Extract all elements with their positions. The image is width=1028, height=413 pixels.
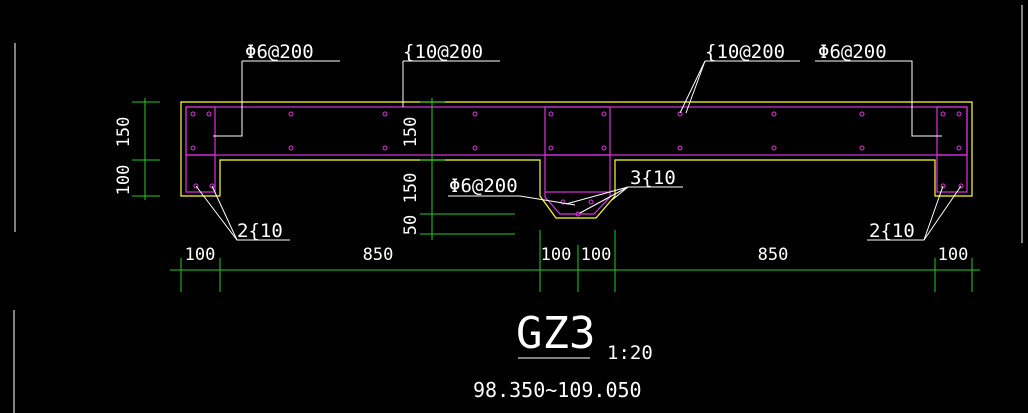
rebar-point xyxy=(193,183,199,189)
elevation-range: 98.350~109.050 xyxy=(473,378,642,402)
rebar-point xyxy=(958,183,964,189)
leader-stirrup-right xyxy=(815,60,942,137)
leader-stirrup-center xyxy=(448,195,576,206)
rebar-point xyxy=(288,145,294,151)
dim-text-h-100a: 100 xyxy=(185,245,216,265)
dim-text-h-100d: 100 xyxy=(938,245,969,265)
dim-text-h-100b: 100 xyxy=(541,245,572,265)
dim-text-left-150: 150 xyxy=(114,117,134,148)
rebar-point xyxy=(940,111,946,117)
left-end-stirrup xyxy=(185,106,216,193)
rebar-point xyxy=(190,111,196,117)
leader-bars-center-c xyxy=(565,186,629,205)
rebar-point xyxy=(956,145,962,151)
rebar-point xyxy=(209,183,215,189)
drawing-title: GZ3 xyxy=(516,308,595,359)
drawing-scale: 1:20 xyxy=(607,342,653,364)
leader-lines xyxy=(195,60,962,359)
rebar-point xyxy=(956,111,962,117)
section-outline xyxy=(180,101,973,219)
dimension-lines xyxy=(132,98,980,292)
center-stirrup xyxy=(544,106,611,193)
rebar-point xyxy=(771,145,777,151)
label-stirrup-right: Φ6@200 xyxy=(818,41,887,63)
rebar-point xyxy=(771,111,777,117)
rebar-point xyxy=(601,111,607,117)
main-stirrup xyxy=(185,106,968,156)
rebar-point xyxy=(382,145,388,151)
rebar-point xyxy=(560,199,566,205)
label-bars-left: 2{10 xyxy=(237,220,283,242)
rebar-point xyxy=(548,111,554,117)
dim-text-center-150b: 150 xyxy=(401,173,421,204)
rebar-point xyxy=(288,111,294,117)
leader-rebar-right-a xyxy=(679,60,706,114)
rebar-point xyxy=(472,145,478,151)
leader-stirrup-left xyxy=(213,61,243,137)
rebar-point xyxy=(190,145,196,151)
center-bottom-stirrup xyxy=(544,192,611,215)
leader-bars-left-b xyxy=(211,185,238,241)
dim-text-h-850a: 850 xyxy=(363,245,394,265)
rebar-points xyxy=(190,111,964,217)
right-end-stirrup xyxy=(936,106,968,193)
label-rebar-right: {10@200 xyxy=(705,41,785,63)
dim-text-h-100c: 100 xyxy=(581,245,612,265)
label-stirrup-center: Φ6@200 xyxy=(449,175,518,197)
rebar-point xyxy=(940,183,946,189)
label-bars-center: 3{10 xyxy=(630,167,676,189)
dim-text-center-50: 50 xyxy=(401,215,421,235)
label-bars-right: 2{10 xyxy=(869,220,915,242)
rebar-point xyxy=(548,145,554,151)
rebar-point xyxy=(382,111,388,117)
label-rebar-left: {10@200 xyxy=(403,41,483,63)
rebar-point xyxy=(206,111,212,117)
leader-bars-right-b xyxy=(923,185,962,241)
dim-text-left-100: 100 xyxy=(114,165,134,196)
rebar-point xyxy=(859,111,865,117)
leader-rebar-right-b xyxy=(685,60,706,114)
rebar-point xyxy=(677,145,683,151)
rebar-point xyxy=(601,145,607,151)
dim-text-h-850b: 850 xyxy=(758,245,789,265)
rebar-point xyxy=(472,111,478,117)
leader-bars-center-b xyxy=(579,186,629,214)
label-stirrup-left: Φ6@200 xyxy=(245,41,314,63)
rebar-point xyxy=(859,145,865,151)
dim-text-center-150a: 150 xyxy=(401,117,421,148)
rebar-point xyxy=(588,199,594,205)
rebar-point xyxy=(575,211,581,217)
